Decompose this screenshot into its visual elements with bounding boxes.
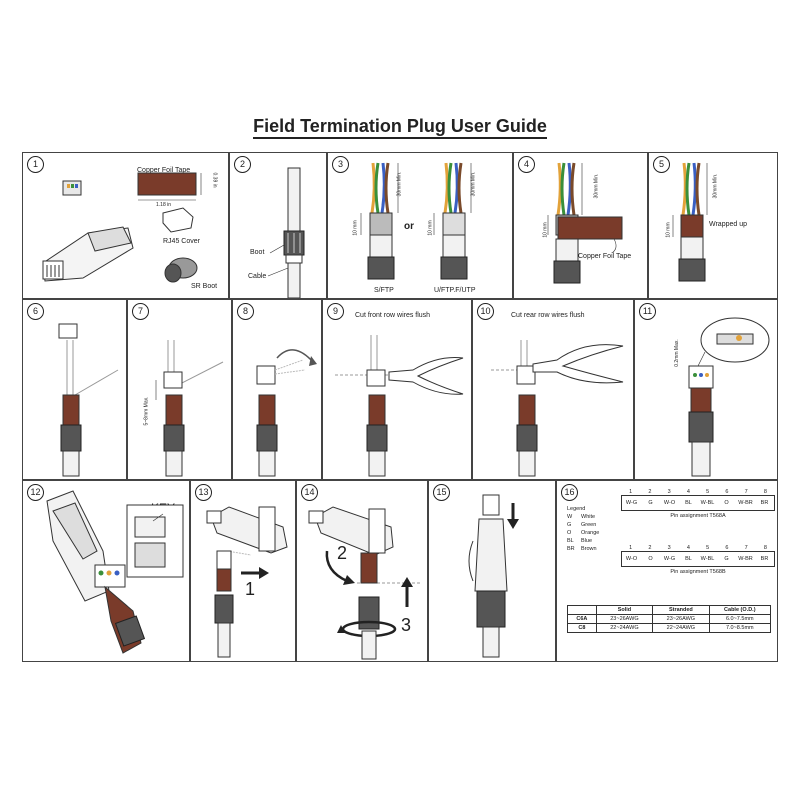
step-13-panel: 13 1 (190, 480, 296, 662)
step-number: 11 (639, 303, 656, 320)
step-15-panel: 15 (428, 480, 556, 662)
step-6-panel: 6 (22, 299, 127, 480)
step-number: 13 (195, 484, 212, 501)
step-5-panel: 5 30mm Min. 10 mm Wrapped up (648, 152, 778, 299)
step-number: 14 (301, 484, 318, 501)
step-12-panel: 12 KEY (22, 480, 190, 662)
wrapped-label: Wrapped up (709, 221, 748, 228)
or-label: or (404, 221, 414, 232)
step-1-panel: 1 Copper Foil Tape 0.39 in 1.18 in RJ45 … (22, 152, 229, 299)
step-3-illustration (360, 162, 472, 280)
step-3-panel: 3 30mm Min. 10 mm or 30mm Min. 10 mm S/F… (327, 152, 513, 299)
step-number: 6 (27, 303, 44, 320)
step-12-illustration (46, 490, 184, 654)
rotate-number: 2 (337, 543, 348, 563)
step-9-illustration (335, 335, 464, 477)
step-9-panel: 9 Cut front row wires flush (322, 299, 472, 480)
table-row: C6A 23~26AWG 23~26AWG 6.0~7.5mm (567, 614, 772, 624)
step-number: 5 (653, 156, 670, 173)
step-number: 1 (27, 156, 44, 173)
t568a-label: Pin assignment T568A (670, 513, 726, 519)
pin-row-t568b: W-O O W-G BL W-BL G W-BR BR (621, 551, 775, 567)
step-number: 8 (237, 303, 254, 320)
foil-tape-label: Copper Foil Tape (137, 167, 191, 174)
step-number: 10 (477, 303, 494, 320)
step-10-illustration (491, 340, 624, 477)
table-row: C8 22~24AWG 22~24AWG 7.0~8.5mm (567, 623, 772, 633)
step-14-illustration (308, 506, 421, 660)
t568a-block: 1 2 3 4 5 6 7 8 W-G G W-O BL W-BL O W-BR… (621, 489, 775, 519)
step-6-illustration (58, 323, 119, 477)
table-header-row: Solid Stranded Cable (O.D.) (567, 605, 772, 615)
cable-label: Cable (248, 273, 267, 280)
pin-numbers: 1 2 3 4 5 6 7 8 (629, 545, 767, 551)
step-number: 2 (234, 156, 251, 173)
sftp-label: S/FTP (374, 287, 394, 294)
boot-label: Boot (250, 249, 265, 256)
step-2-panel: 2 Boot Cable (229, 152, 327, 299)
step-number: 15 (433, 484, 450, 501)
step-14-panel: 14 2 3 (296, 480, 428, 662)
tighten-number: 3 (401, 615, 412, 635)
step-4-panel: 4 30mm Min. 10 mm Copper Foil Tape (513, 152, 648, 299)
copper-tape-label: Copper Foil Tape (578, 253, 632, 260)
step-2-illustration (267, 167, 305, 298)
step-8-panel: 8 (232, 299, 322, 480)
t568b-block: 1 2 3 4 5 6 7 8 W-O O W-G BL W-BL G W-BR… (621, 545, 775, 575)
sr-boot-label: SR Boot (191, 283, 218, 290)
step-7-panel: 7 5~8mm Max. (127, 299, 232, 480)
rj45-cover-label: RJ45 Cover (163, 238, 200, 245)
step-number: 3 (332, 156, 349, 173)
step-11-illustration (688, 317, 770, 477)
cut-rear-note: Cut rear row wires flush (511, 312, 585, 319)
step-8-illustration (256, 349, 317, 477)
step-13-illustration (206, 506, 288, 658)
page-title: Field Termination Plug User Guide (0, 116, 800, 139)
step-number: 4 (518, 156, 535, 173)
pin-numbers: 1 2 3 4 5 6 7 8 (629, 489, 767, 495)
uftp-label: U/FTP.F/UTP (434, 287, 476, 294)
step-7-illustration (155, 340, 224, 477)
cut-front-note: Cut front row wires flush (355, 312, 431, 319)
step-10-panel: 10 Cut rear row wires flush (472, 299, 634, 480)
step-number: 16 (561, 484, 578, 501)
push-number: 1 (245, 579, 256, 599)
step-4-illustration (547, 162, 623, 284)
cable-spec-table: Solid Stranded Cable (O.D.) C6A 23~26AWG… (567, 605, 772, 633)
step-number: 7 (132, 303, 149, 320)
step-15-illustration (468, 494, 519, 658)
step-number: 9 (327, 303, 344, 320)
pin-row-t568a: W-G G W-O BL W-BL O W-BR BR (621, 495, 775, 511)
t568b-label: Pin assignment T568B (670, 569, 726, 575)
step-5-illustration (672, 162, 708, 282)
step-1-illustration (42, 172, 202, 283)
step-number: 12 (27, 484, 44, 501)
foil-width-dim: 1.18 in (156, 202, 172, 208)
legend-title: Legend (567, 506, 586, 512)
step-11-panel: 11 0.2mm Max. (634, 299, 778, 480)
